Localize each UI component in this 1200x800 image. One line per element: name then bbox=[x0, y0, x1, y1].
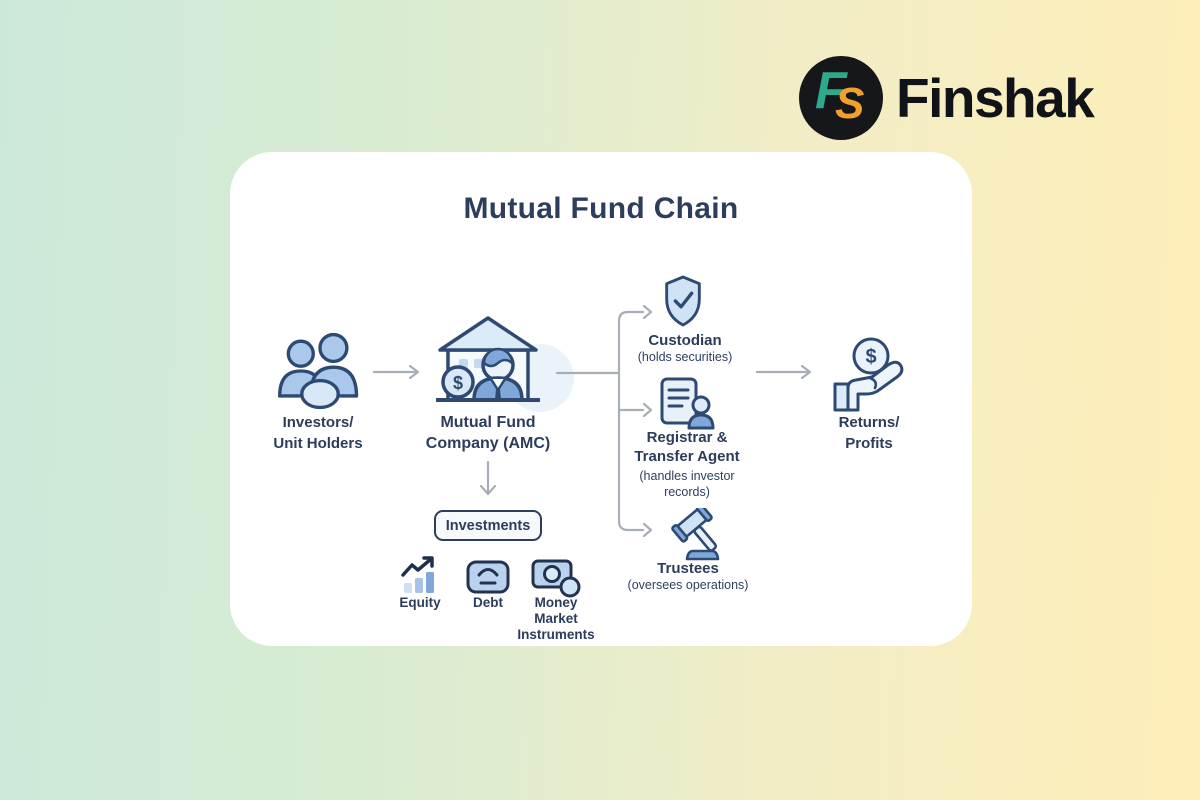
equity-label: Equity bbox=[399, 595, 441, 610]
registrar-label: Registrar & Transfer Agent bbox=[634, 428, 739, 466]
amc-building-icon: $ bbox=[436, 316, 540, 402]
registrar-sublabel-line2: records) bbox=[664, 485, 710, 499]
equity-icon bbox=[401, 556, 434, 593]
registrar-sublabel: (handles investor records) bbox=[639, 468, 734, 500]
amc-label: Mutual Fund Company (AMC) bbox=[426, 412, 550, 454]
investors-icon bbox=[278, 332, 359, 410]
logo-letter-s: S bbox=[835, 79, 865, 128]
diagram-title: Mutual Fund Chain bbox=[463, 192, 739, 225]
money-market-label: Money Market Instruments bbox=[517, 595, 594, 643]
amc-label-line1: Mutual Fund bbox=[440, 414, 536, 431]
registrar-label-line2: Transfer Agent bbox=[634, 448, 740, 465]
debt-label: Debt bbox=[473, 595, 503, 610]
money-market-label-line3: Instruments bbox=[517, 627, 595, 642]
money-market-label-line1: Money bbox=[534, 595, 578, 610]
investments-label: Investments bbox=[445, 517, 531, 534]
investors-label-line1: Investors/ bbox=[282, 414, 354, 431]
trustees-sublabel: (oversees operations) bbox=[627, 578, 749, 592]
brand-name: Finshak bbox=[896, 67, 1095, 129]
connector-lines bbox=[372, 304, 812, 538]
money-market-label-line2: Market bbox=[534, 611, 578, 626]
returns-label-line1: Returns/ bbox=[838, 414, 900, 431]
debt-icon bbox=[466, 560, 510, 594]
returns-label-line2: Profits bbox=[845, 435, 893, 452]
registrar-label-line1: Registrar & bbox=[646, 429, 728, 446]
trustees-gavel-icon bbox=[671, 508, 720, 561]
registrar-document-icon bbox=[660, 377, 715, 430]
finshak-logo-icon: F S bbox=[799, 56, 883, 140]
returns-hand-coin-icon: $ bbox=[833, 337, 904, 412]
registrar-sublabel-line1: (handles investor bbox=[639, 469, 735, 483]
branch-to-trustees bbox=[617, 371, 645, 532]
diagram-card: Mutual Fund Chain bbox=[230, 152, 972, 646]
money-market-icon bbox=[531, 559, 581, 598]
returns-coin-dollar: $ bbox=[865, 346, 876, 368]
investments-box: Investments bbox=[434, 510, 542, 541]
amc-label-line2: Company (AMC) bbox=[425, 435, 551, 452]
custodian-label: Custodian bbox=[648, 332, 722, 349]
trustees-label: Trustees bbox=[657, 560, 719, 577]
investors-label: Investors/ Unit Holders bbox=[273, 412, 362, 454]
custodian-sublabel: (holds securities) bbox=[637, 350, 733, 364]
branch-to-custodian bbox=[617, 310, 645, 375]
custodian-shield-icon bbox=[665, 275, 701, 327]
amc-coin-dollar: $ bbox=[453, 373, 463, 393]
logo-letter-f: F bbox=[815, 62, 847, 120]
investors-label-line2: Unit Holders bbox=[273, 435, 363, 452]
returns-label: Returns/ Profits bbox=[839, 412, 900, 454]
brand-logo: F S Finshak bbox=[799, 56, 1095, 140]
